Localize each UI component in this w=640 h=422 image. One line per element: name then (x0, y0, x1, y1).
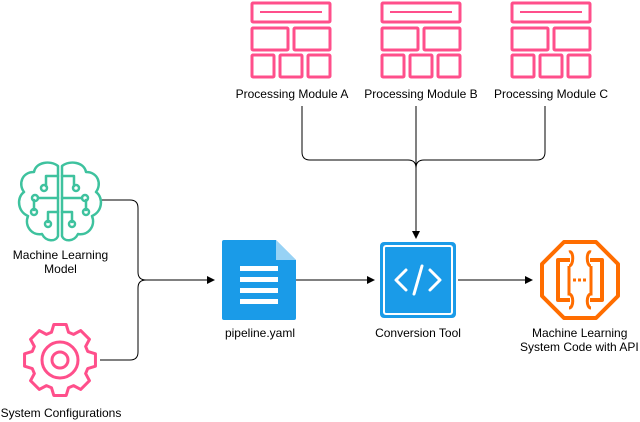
grid-table-icon (510, 1, 592, 79)
edge-ml-model-to-pipeline (100, 199, 215, 284)
module-c-label: Processing Module C (493, 87, 609, 101)
edge-module-a-to-conversion (301, 106, 420, 239)
conversion-tool-label: Conversion Tool (375, 326, 461, 340)
module-b-label: Processing Module B (364, 87, 478, 101)
gear-icon (23, 323, 97, 397)
module-a-label: Processing Module A (235, 87, 349, 101)
system-config-label: System Configurations (0, 406, 122, 420)
api-octagon-icon (540, 240, 620, 320)
ml-model-label-line2: Model (44, 262, 77, 276)
edge-module-c-to-conversion (415, 106, 546, 169)
output-label-line2: System Code with API (520, 340, 639, 354)
edge-config-to-pipeline (100, 279, 147, 361)
grid-table-icon (250, 1, 332, 79)
code-icon (380, 242, 456, 318)
document-icon (222, 240, 296, 320)
ml-model-label-line1: Machine Learning (12, 248, 109, 262)
edges (100, 106, 546, 361)
brain-circuit-icon (17, 161, 103, 242)
output-label-line1: Machine Learning (532, 326, 628, 340)
grid-table-icon (380, 1, 462, 79)
pipeline-label: pipeline.yaml (224, 326, 296, 340)
